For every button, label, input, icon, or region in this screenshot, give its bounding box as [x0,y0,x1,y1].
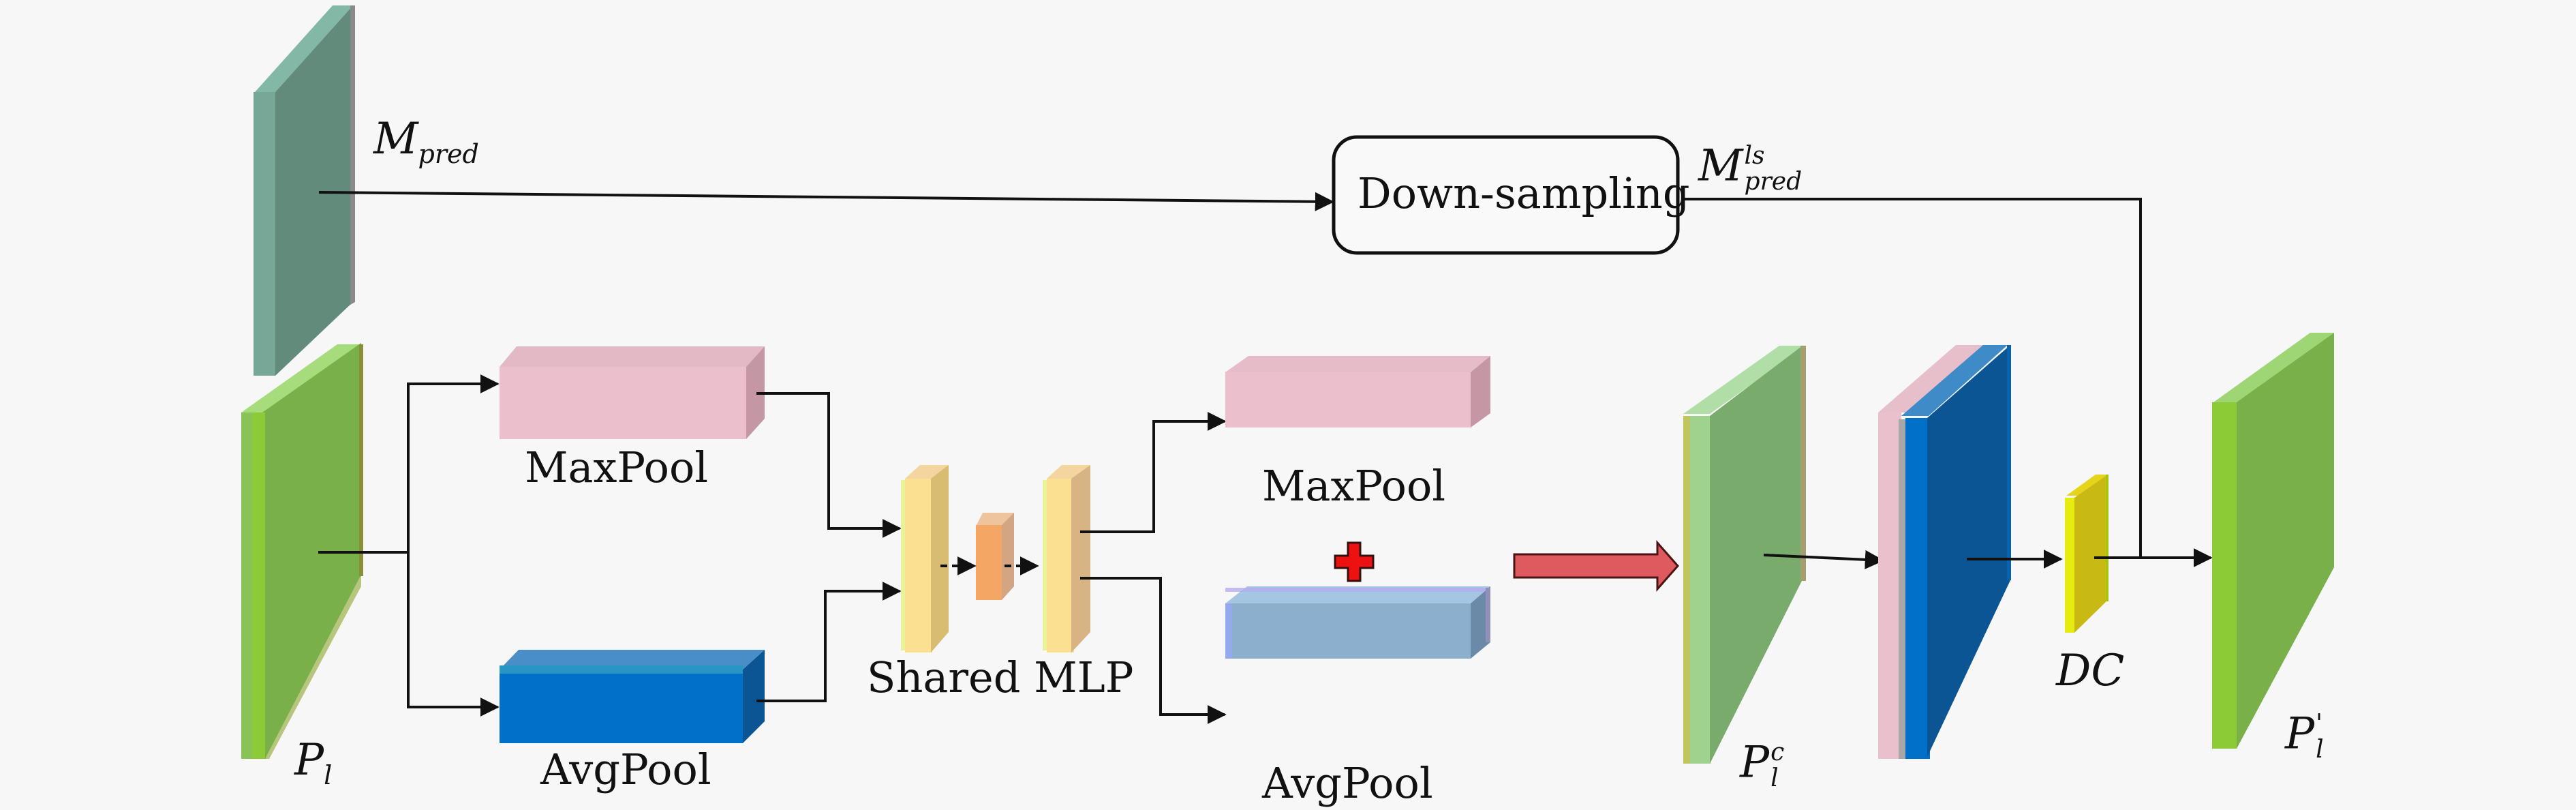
mlp-to-maxpool-out-line [1080,412,1227,533]
p-l-c-base: P [1740,737,1770,788]
m-pred-ls-sup: ls [1744,142,1765,170]
p-l-sub: l [324,760,333,790]
avgpool-out-cuboid [1225,586,1490,659]
avgpool-in-cuboid [500,650,765,743]
p-l-c-sup: c [1770,738,1785,766]
concat-slabs [1878,345,2011,759]
p-l-prime-slab [2212,333,2334,749]
downsampling-label: Down-sampling [1358,168,1690,218]
p-l-slab [241,343,363,759]
m-pred-ls-sub: pred [1744,167,1803,196]
mlp-layer-1 [901,465,949,652]
plc-to-concat-line [1763,550,1884,569]
maxpool-out-label: MaxPool [1262,461,1446,511]
p-l-label: Pl [294,738,332,788]
mlp-layer-3 [1043,465,1090,652]
avgpool-out-label: AvgPool [1262,758,1433,808]
maxpool-in-label: MaxPool [525,442,709,492]
maxpool-in-cuboid [500,346,765,439]
maxpool-out-cuboid [1225,356,1490,427]
mlp-to-avgpool-out-line [1080,577,1227,724]
p-l-prime-sup: ' [2316,710,2322,738]
pl-to-maxpool-line [407,374,500,552]
fuse-block-arrow [1513,540,1680,592]
shared-mlp-label: Shared MLP [867,652,1134,702]
p-l-base: P [294,735,324,785]
p-l-prime-label: P'l [2285,711,2324,763]
p-l-c-sub: l [1770,764,1779,792]
plus-icon [1334,541,1375,582]
avgpool-to-mlp-line [756,582,902,702]
p-l-prime-base: P [2285,708,2315,760]
maxpool-to-mlp-line [756,392,902,538]
mpred-to-downsampling-line [318,191,1334,211]
avgpool-in-label: AvgPool [540,745,711,794]
mlp-layer-2 [976,513,1014,600]
dc-label: DC [2056,646,2125,696]
p-l-prime-sub: l [2316,735,2324,764]
m-pred-base: M [373,114,418,164]
m-pred-slab [254,5,355,376]
m-pred-ls-base: M [1698,140,1743,192]
p-l-c-slab [1683,346,1806,764]
downsampling-box-outline [1332,135,1680,255]
m-pred-sub: pred [418,138,479,169]
pl-to-avgpool-line [407,552,500,717]
m-pred-label: Mpred [373,117,479,167]
dc-slab [2065,475,2109,633]
downsampling-to-output-line [1685,198,2142,557]
